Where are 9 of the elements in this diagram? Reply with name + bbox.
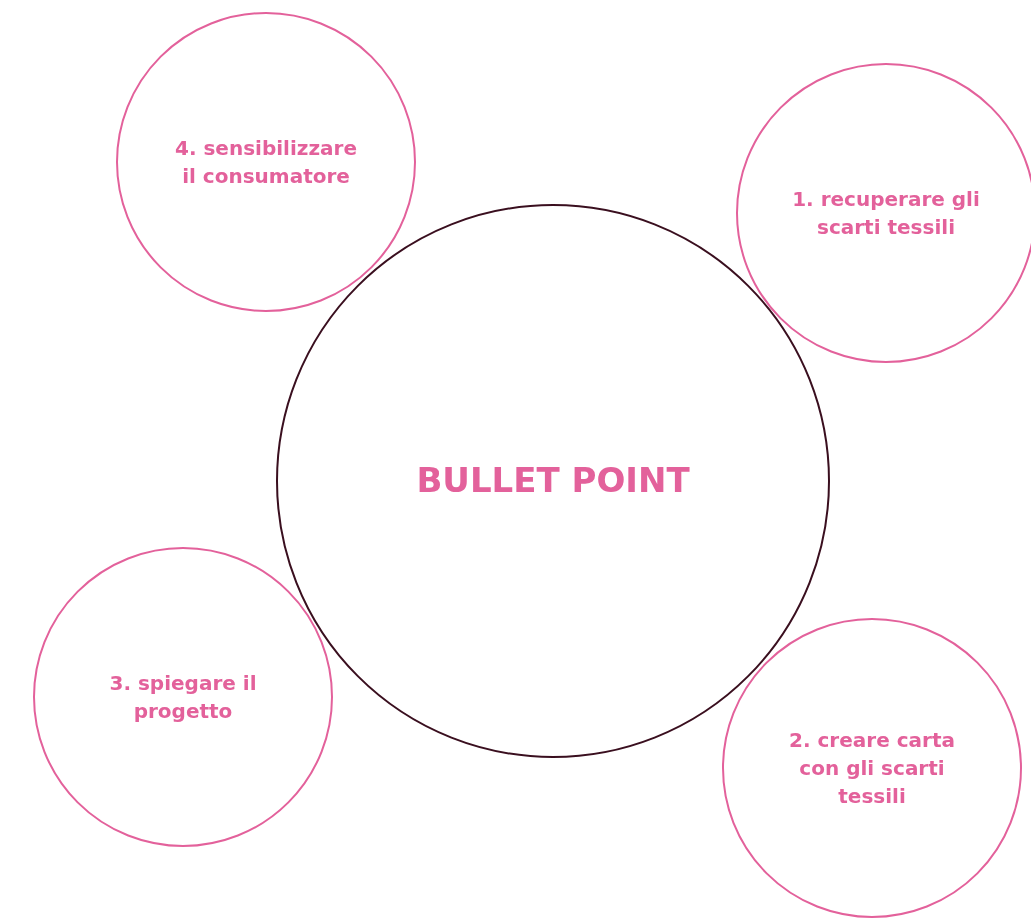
center-title: BULLET POINT — [416, 459, 690, 503]
topic-circle — [116, 12, 416, 312]
topic-circle — [736, 63, 1031, 363]
topic-circle — [33, 547, 333, 847]
topic-label: 4. sensibilizzare il consumatore — [174, 135, 358, 190]
topic-label: 3. spiegare il progetto — [108, 670, 258, 725]
topic-label: 2. creare carta con gli scarti tessili — [788, 727, 956, 810]
topic-label: 1. recuperare gli scarti tessili — [791, 186, 981, 241]
topic-circle — [722, 618, 1022, 918]
